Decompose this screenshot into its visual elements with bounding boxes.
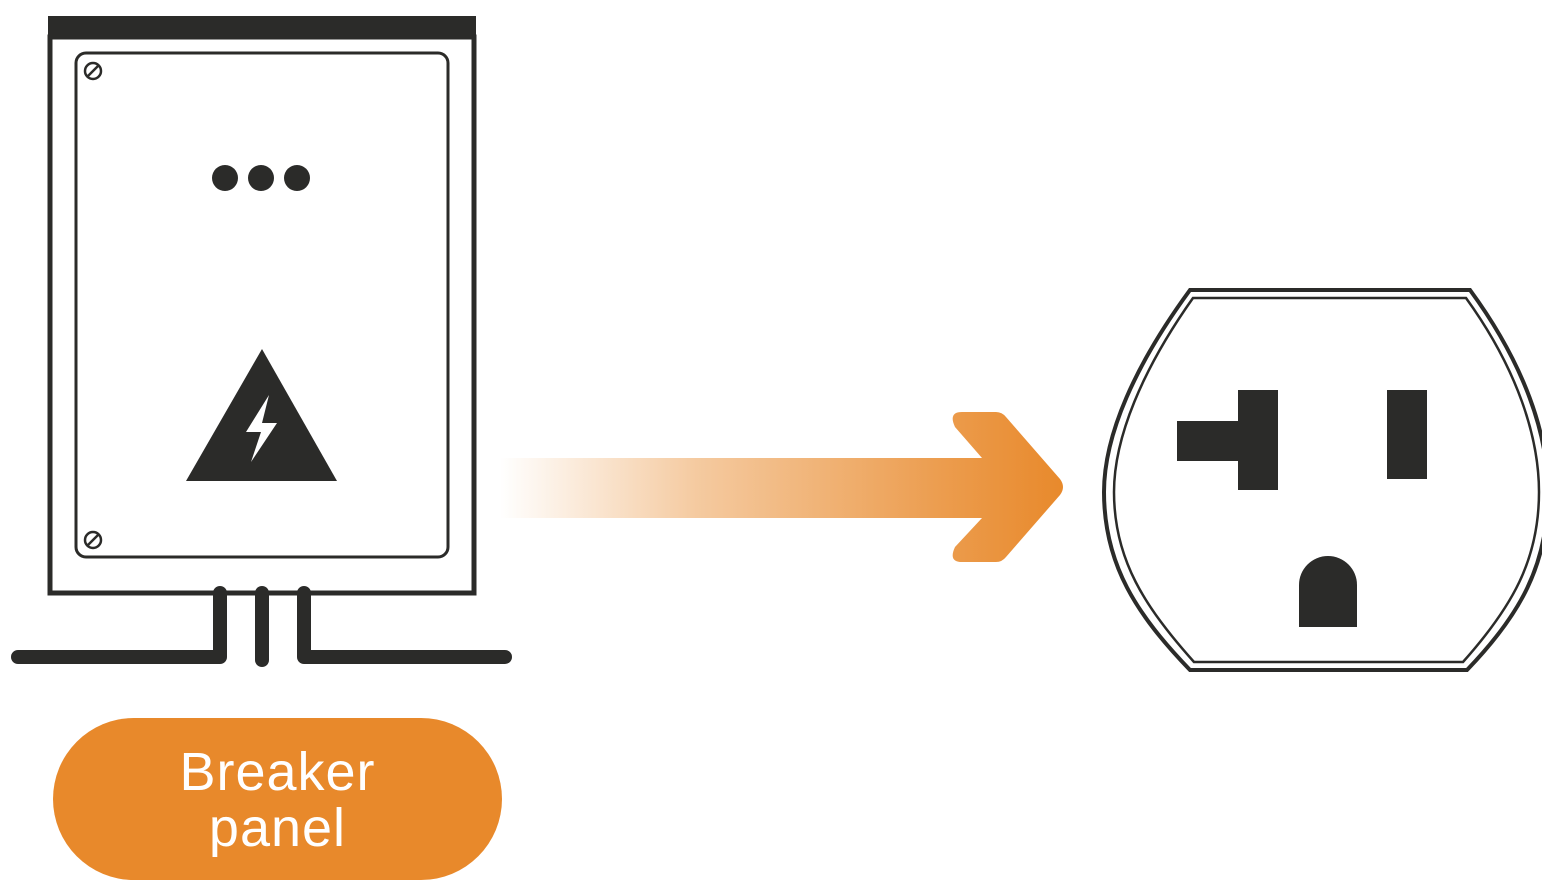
arrow-right-icon — [500, 412, 1063, 562]
electrical-outlet-icon — [1104, 290, 1542, 670]
indicator-dots — [212, 165, 310, 191]
panel-door — [76, 53, 448, 557]
panel-conduit — [18, 593, 505, 660]
breaker-label-line1: Breaker — [179, 744, 375, 800]
breaker-panel-icon — [18, 16, 505, 660]
breaker-panel-label: Breaker panel — [53, 718, 502, 880]
outlet-hot-slot — [1387, 390, 1427, 479]
outlet-ground-hole — [1299, 556, 1357, 627]
breaker-label-line2: panel — [209, 800, 346, 856]
